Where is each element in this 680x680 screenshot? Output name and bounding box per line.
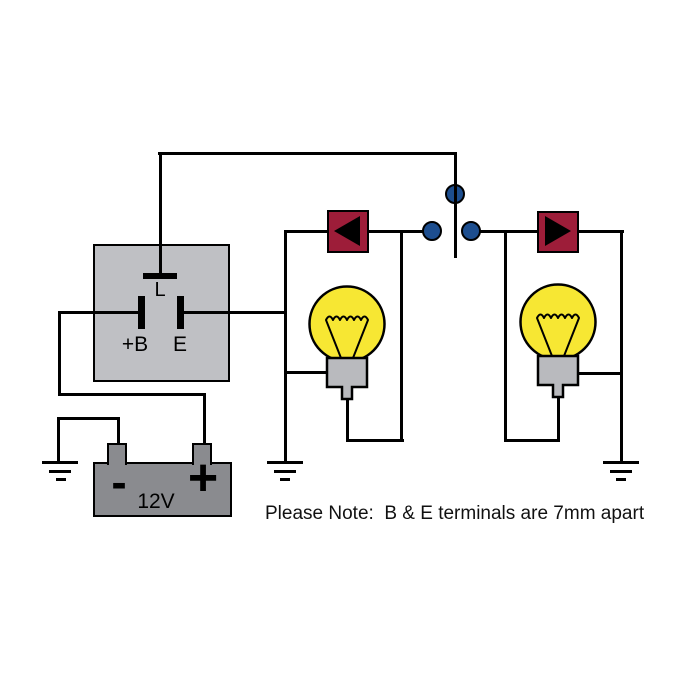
bulb-right-icon xyxy=(519,283,597,399)
wire-battery-positive-drop xyxy=(203,393,206,445)
wire-battery-to-ground xyxy=(57,417,60,463)
battery-plus-sign: + xyxy=(187,449,219,507)
filament-icon xyxy=(536,313,580,357)
wire-right-bulb-base xyxy=(576,372,623,375)
filament-icon xyxy=(325,315,369,359)
battery-minus-sign: - xyxy=(111,456,127,508)
relay-terminal-b-label: +B xyxy=(121,333,149,356)
wire-right-diode-out xyxy=(578,230,624,233)
wire-battery-negative-up xyxy=(117,417,120,445)
relay-terminal-e-bar xyxy=(177,296,184,329)
wire-left-diode-in xyxy=(284,230,329,233)
wire-right-loop-left xyxy=(504,230,507,442)
diode-left-icon xyxy=(327,210,369,253)
relay-terminal-e-label: E xyxy=(172,333,187,356)
battery-body xyxy=(93,462,232,517)
switch-right-contact xyxy=(461,221,481,241)
bulb-socket xyxy=(325,356,369,401)
wire-left-bulb-base xyxy=(284,371,329,374)
wire-to-battery-positive xyxy=(58,393,206,396)
wire-relay-l-drop xyxy=(159,152,162,276)
wire-relay-e-right xyxy=(181,311,286,314)
wire-left-bulb-tab-drop xyxy=(346,396,349,442)
battery-voltage-label: 12V xyxy=(137,490,175,513)
wire-left-loop-left xyxy=(284,230,287,463)
bulb-left-icon xyxy=(308,285,386,401)
wire-left-loop-bottom xyxy=(346,439,404,442)
wire-battery-negative-run xyxy=(57,417,120,420)
wire-left-loop-right xyxy=(400,230,403,442)
wire-right-loop-right xyxy=(620,230,623,463)
wire-relay-b-down xyxy=(58,311,61,396)
switch-lever xyxy=(454,152,457,258)
wire-switch-to-right-loop xyxy=(469,230,507,233)
wire-right-diode-in xyxy=(504,230,539,233)
wire-right-loop-bottom xyxy=(504,439,560,442)
switch-left-contact xyxy=(422,221,442,241)
relay-terminal-b-bar xyxy=(138,296,145,329)
note-text: Please Note: B & E terminals are 7mm apa… xyxy=(265,503,645,524)
right-arrow-icon xyxy=(545,216,571,246)
battery-positive-terminal xyxy=(192,443,212,465)
wire-relay-to-switch-top xyxy=(158,152,457,155)
diode-right-icon xyxy=(537,211,579,253)
bulb-socket xyxy=(536,354,580,399)
left-arrow-icon xyxy=(334,216,360,246)
relay-terminal-l-bar xyxy=(143,273,177,279)
wire-right-bulb-tab-drop xyxy=(557,396,560,442)
relay-terminal-l-label: L xyxy=(154,279,166,301)
wire-relay-b-left xyxy=(58,311,141,314)
